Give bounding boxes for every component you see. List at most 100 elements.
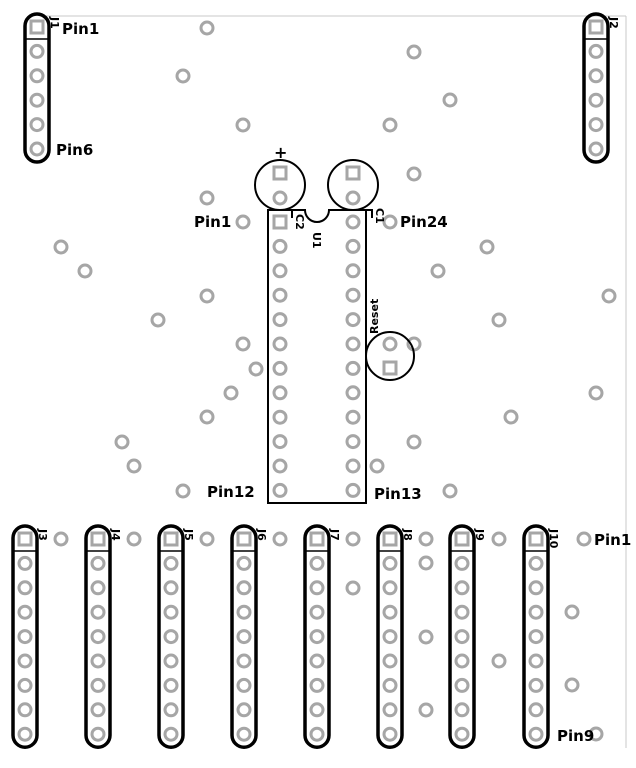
via-hole	[479, 239, 495, 255]
ic-pad-square	[272, 214, 288, 230]
header-j1-pad	[29, 92, 45, 108]
header-j6-pad-square	[236, 531, 252, 547]
via-hole	[77, 263, 93, 279]
via-hole	[223, 385, 239, 401]
via-hole	[442, 483, 458, 499]
via-hole	[418, 629, 434, 645]
header-j10-pad-square	[528, 531, 544, 547]
header-j5-pad	[163, 580, 179, 596]
header-j3-pad	[17, 726, 33, 742]
header-j4-pad	[90, 726, 106, 742]
ic-pad	[272, 360, 288, 376]
via-hole	[503, 409, 519, 425]
ic-pad	[345, 360, 361, 376]
header-j9-pad	[454, 555, 470, 571]
header-j1-pad	[29, 117, 45, 133]
via-hole	[418, 555, 434, 571]
header-j4	[84, 524, 112, 749]
via-hole	[576, 531, 592, 547]
capacitor-c1-pad-round	[345, 190, 361, 206]
ic-pad	[272, 336, 288, 352]
via-hole	[406, 434, 422, 450]
header-ref-j4: J4	[109, 528, 122, 541]
header-j7-pad	[309, 629, 325, 645]
header-j8-pad	[382, 726, 398, 742]
ic-pad	[272, 458, 288, 474]
header-j10-outline	[522, 524, 550, 749]
header-j9-pad	[454, 604, 470, 620]
via-holes	[53, 20, 617, 742]
via-hole	[406, 166, 422, 182]
header-j3-pad-square	[17, 531, 33, 547]
label-c2-plus: +	[274, 143, 287, 162]
header-j6-pad	[236, 677, 252, 693]
ic-pad	[272, 238, 288, 254]
header-j4-pad-square	[90, 531, 106, 547]
header-j2-outline	[582, 12, 610, 164]
header-j8-pad	[382, 580, 398, 596]
header-j4-pad	[90, 555, 106, 571]
header-j9-pad	[454, 580, 470, 596]
header-j9-pad-square	[454, 531, 470, 547]
via-hole	[114, 434, 130, 450]
header-j2-pad	[588, 92, 604, 108]
header-j3-pad	[17, 604, 33, 620]
header-j2-pad	[588, 117, 604, 133]
ic-pad	[345, 434, 361, 450]
via-hole	[235, 336, 251, 352]
header-j4-pad	[90, 653, 106, 669]
header-j6	[230, 524, 258, 749]
header-j7-pad	[309, 555, 325, 571]
header-j8-pad	[382, 677, 398, 693]
via-hole	[150, 312, 166, 328]
header-j1-outline	[23, 12, 51, 164]
via-hole	[382, 117, 398, 133]
header-j4-pad	[90, 580, 106, 596]
via-hole	[126, 531, 142, 547]
header-j10-pad	[528, 726, 544, 742]
via-hole	[199, 190, 215, 206]
header-j1-pad	[29, 68, 45, 84]
header-j7-pad	[309, 604, 325, 620]
header-j8-pad	[382, 629, 398, 645]
label-c2-ref: C2	[293, 214, 306, 230]
via-hole	[235, 117, 251, 133]
reset-button-outline	[365, 331, 415, 381]
header-j3-pad	[17, 702, 33, 718]
label-j1-pin1: Pin1	[62, 20, 99, 38]
ic-pad	[345, 238, 361, 254]
via-hole	[199, 531, 215, 547]
via-hole	[199, 20, 215, 36]
header-ref-j9: J9	[473, 528, 486, 541]
ic-pad	[345, 214, 361, 230]
via-hole	[418, 702, 434, 718]
header-j9-pad	[454, 629, 470, 645]
header-j7-outline	[303, 524, 331, 749]
header-j8-pad	[382, 555, 398, 571]
via-hole	[588, 385, 604, 401]
via-hole	[564, 677, 580, 693]
capacitor-c2-pad-square	[272, 165, 288, 181]
via-hole	[491, 653, 507, 669]
header-j5-pad-square	[163, 531, 179, 547]
ic-pad	[345, 409, 361, 425]
header-ref-j1: J1	[48, 16, 61, 29]
header-j5-pad	[163, 677, 179, 693]
header-j4-pad	[90, 604, 106, 620]
header-j8-pad	[382, 604, 398, 620]
header-j10-pad	[528, 677, 544, 693]
components	[254, 159, 415, 504]
header-j10-pad	[528, 629, 544, 645]
reset-button-pad-square	[382, 360, 398, 376]
header-j9-pad	[454, 702, 470, 718]
header-j10-pad	[528, 653, 544, 669]
header-j8-pad	[382, 653, 398, 669]
header-j6-pad	[236, 580, 252, 596]
via-hole	[248, 361, 264, 377]
header-j8	[376, 524, 404, 749]
capacitor-c2-pad-round	[272, 190, 288, 206]
header-j6-pad	[236, 726, 252, 742]
label-j1-pin6: Pin6	[56, 141, 93, 159]
